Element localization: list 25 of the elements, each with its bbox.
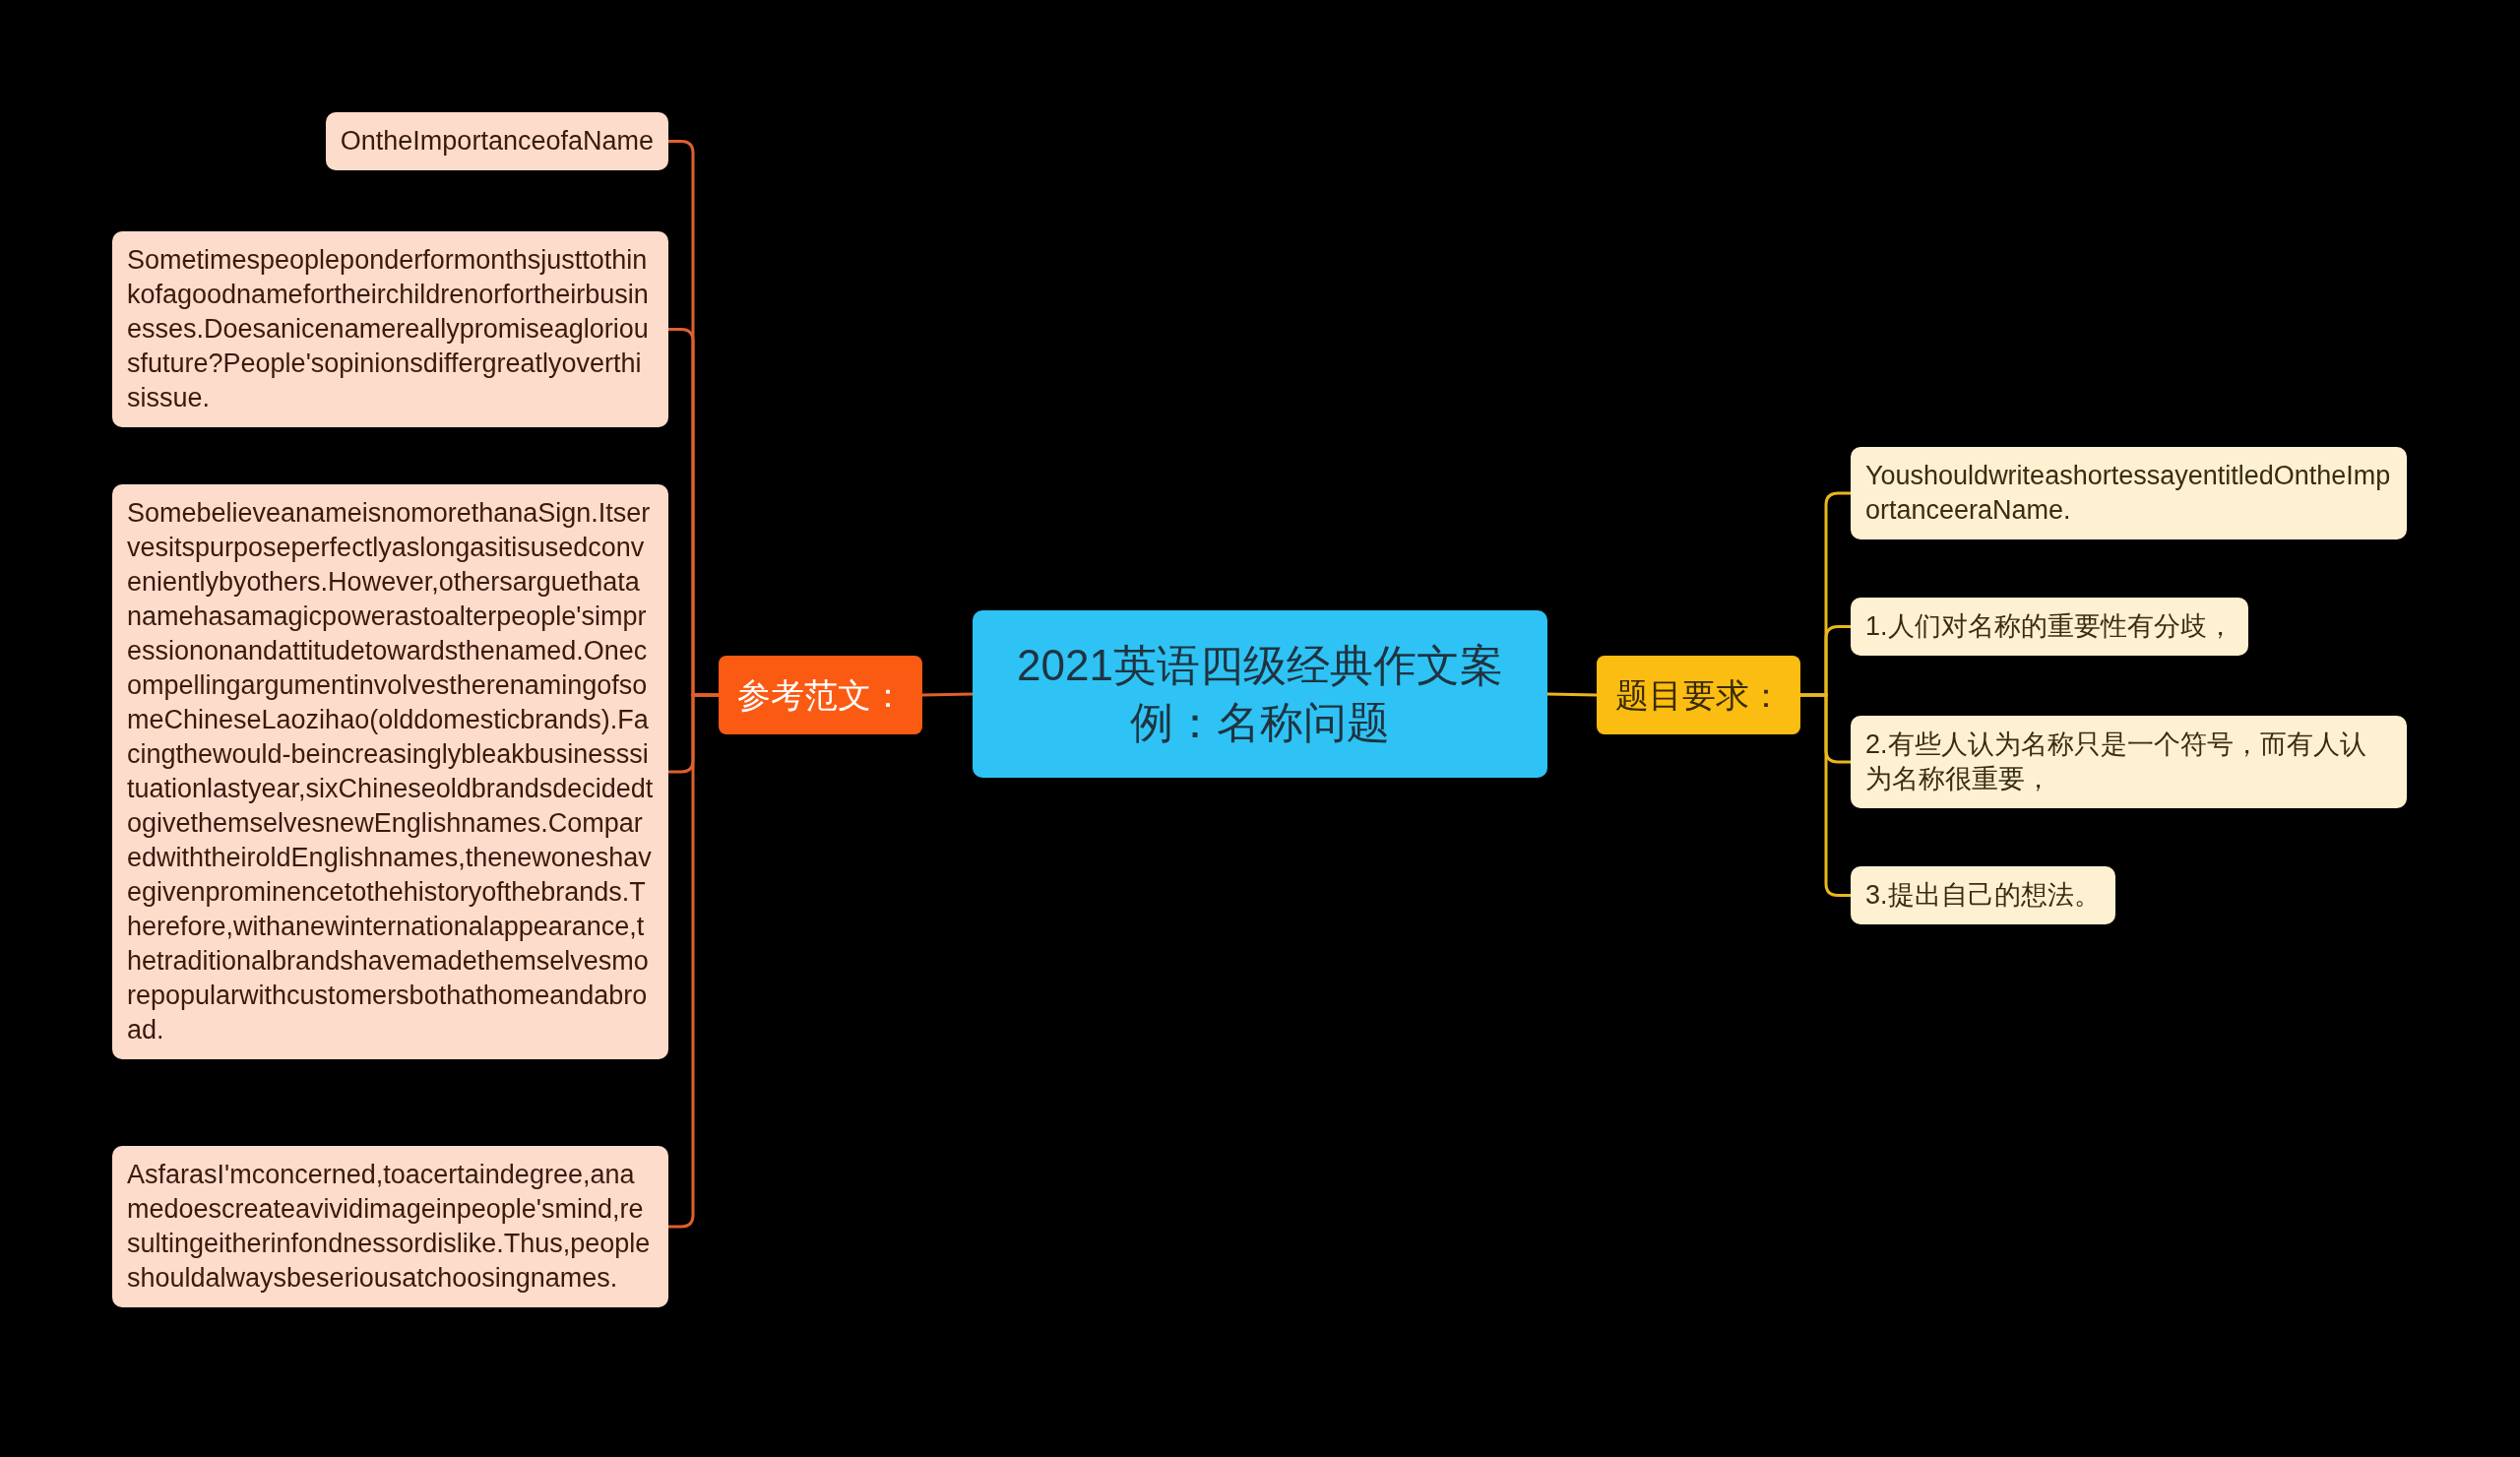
central-topic-box — [973, 610, 1547, 778]
leaf-text: OntheImportanceofaName — [340, 125, 654, 158]
branch-text: 参考范文： — [736, 674, 905, 716]
connector-line — [668, 693, 719, 1229]
leaf-text: AsfarasI'mconcerned,toacertaindegree,anamedoescreateavividimageinpeople'smind,resultingeitherinfondnessordislike.Thus,peopleshouldalwaysbeseriousatchoosingnames. — [127, 1159, 652, 1295]
connector-line — [1546, 692, 1598, 697]
topic-text: 2021英语四级经典作文案例：名称问题 — [1016, 640, 1504, 748]
leaf-box — [325, 112, 668, 170]
leaf-box — [1851, 716, 2407, 808]
branch-box — [719, 656, 922, 734]
leaf-text: SomebelieveanameisnomorethanaSign.Itservesitspurposeperfectlyaslongasitisusedconvenientlybyothers.However,othersarguethatanamehasamagicpowerastoalterpeople'simpressiononandattitudetowardsthenamed.OnecompellingargumentinvolvestherenamingofsomeChineseLaozihao(olddomesticbrands).Facingthewould-beincreasinglybleakbusinesssituationlastyear,sixChineseoldbrandsdecidedtogivethemselvesnewEnglishnames.ComparedwiththeiroldEnglishnames,thenewoneshavegivenprominencetothehistoryofthebrands.Therefore,withanewinternationalappearance,thetraditionalbrandshavemadethemselvesmorepopularwithcustomersbothathomeandabroad. — [127, 497, 654, 1046]
leaf-box — [1851, 866, 2115, 924]
connector-line — [1800, 693, 1851, 897]
leaf-box — [1851, 447, 2407, 539]
leaf-box — [112, 231, 668, 427]
branch-box — [1597, 656, 1800, 734]
leaf-text: 3.提出自己的想法。 — [1865, 879, 2101, 912]
branch-text: 题目要求： — [1614, 674, 1783, 716]
leaf-text: Sometimespeopleponderformonthsjusttothinkofagoodnamefortheirchildrenorfortheirbusinesses.Doesanicenamereallypromiseagloriousfuture?People'sopinionsdiffergreatlyoverthisissue. — [127, 244, 650, 414]
connector-line — [921, 692, 974, 697]
leaf-box — [1851, 598, 2248, 656]
leaf-box — [112, 1146, 668, 1307]
leaf-text: YoushouldwriteashortessayentitledOntheImportanceeraName. — [1865, 460, 2392, 527]
leaf-text: 1.人们对名称的重要性有分歧， — [1865, 610, 2234, 643]
leaf-text: 2.有些人认为名称只是一个符号，而有人认为名称很重要， — [1865, 728, 2367, 795]
